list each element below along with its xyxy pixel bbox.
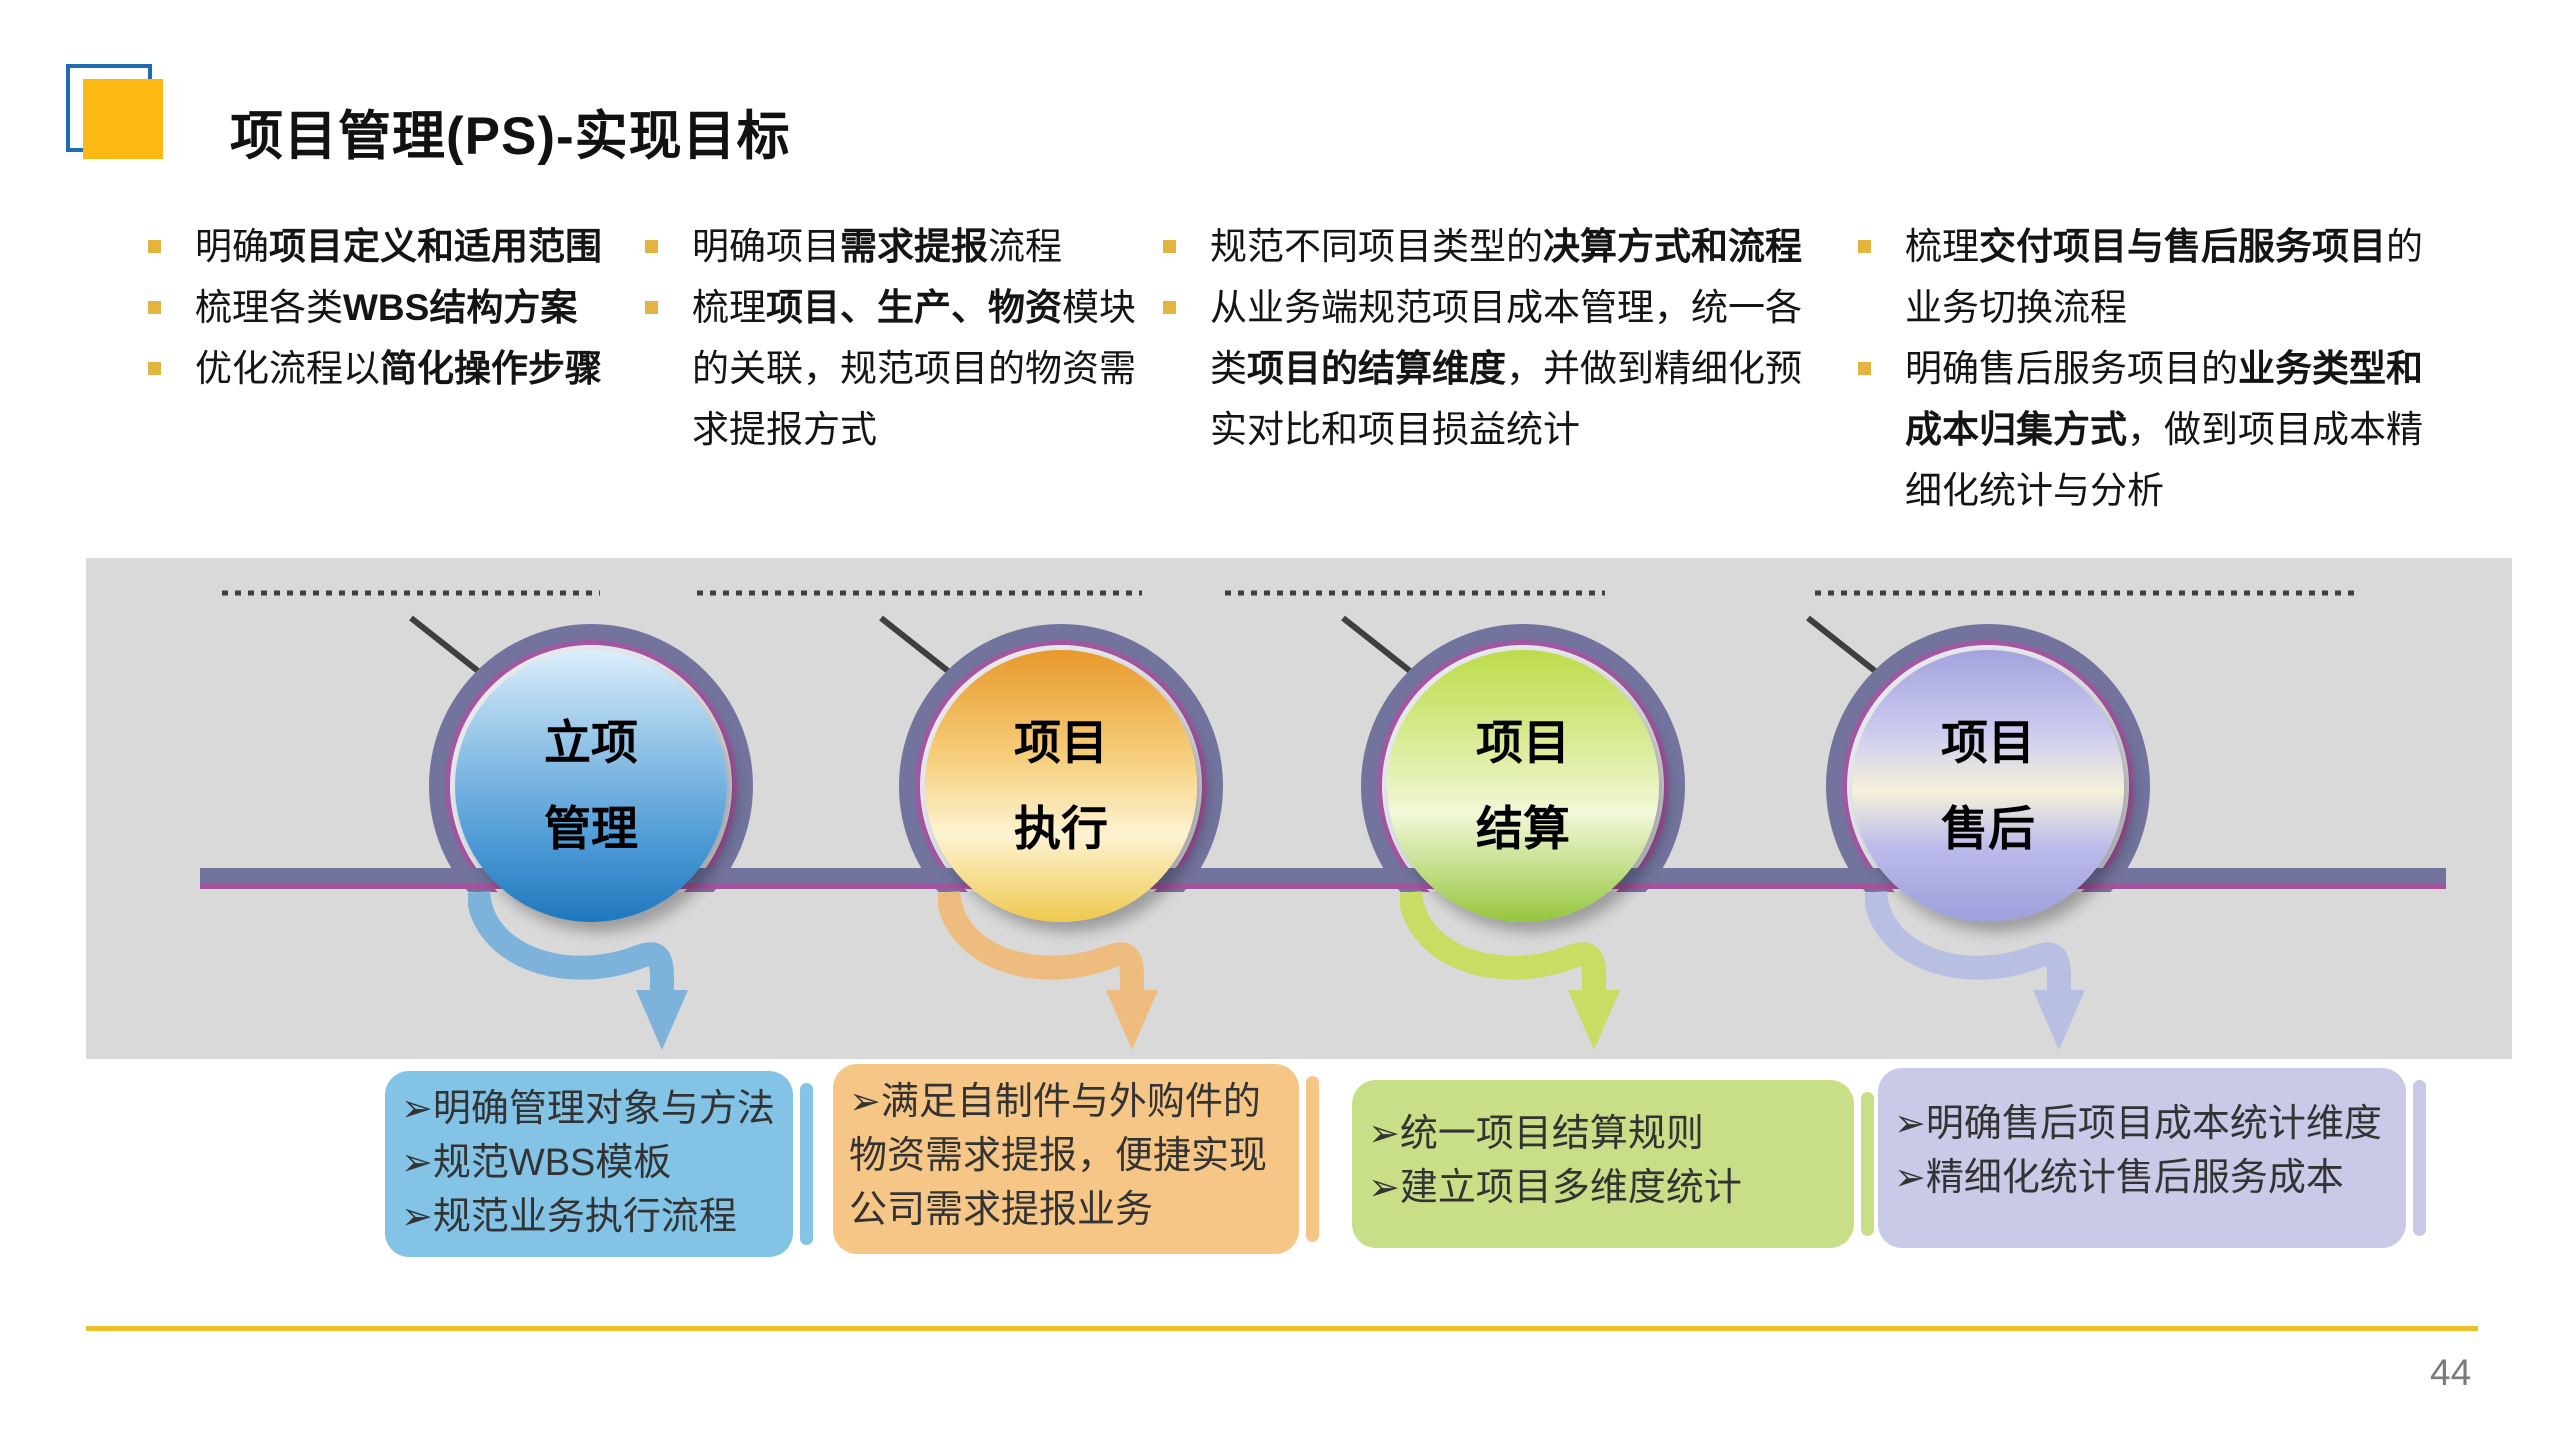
goal-bullet-text: 梳理交付项目与售后服务项目的业务切换流程	[1905, 226, 2423, 328]
goal-column-1: 明确项目定义和适用范围 梳理各类WBS结构方案 优化流程以简化操作步骤	[140, 216, 640, 399]
goal-bullet-text: 从业务端规范项目成本管理，统一各类项目的结算维度，并做到精细化预实对比和项目损益…	[1210, 287, 1802, 450]
goal-bullet: 梳理项目、生产、物资模块的关联，规范项目的物资需求提报方式	[637, 277, 1142, 460]
goal-bullet-text: 规范不同项目类型的决算方式和流程	[1210, 226, 1802, 267]
node-circle: 立项 管理	[455, 650, 727, 922]
note-line: ➢明确售后项目成本统计维度	[1894, 1103, 2382, 1145]
note-line: ➢规范业务执行流程	[401, 1195, 737, 1238]
goal-bullet-text: 明确项目需求提报流程	[692, 226, 1062, 267]
note-line: ➢明确管理对象与方法	[401, 1088, 775, 1130]
note-line: ➢精细化统计售后服务成本	[1894, 1156, 2344, 1199]
goal-bullet: 优化流程以简化操作步骤	[140, 338, 640, 399]
goal-bullet: 梳理交付项目与售后服务项目的业务切换流程	[1850, 216, 2435, 338]
goal-bullet: 明确项目定义和适用范围	[140, 216, 640, 277]
process-band: 立项 管理 项目 执行	[86, 558, 2512, 1059]
note-box-purple: ➢明确售后项目成本统计维度 ➢精细化统计售后服务成本	[1878, 1068, 2426, 1248]
square-bullet-icon	[1163, 301, 1176, 314]
goal-column-2: 明确项目需求提报流程 梳理项目、生产、物资模块的关联，规范项目的物资需求提报方式	[637, 216, 1142, 460]
node-circle: 项目 执行	[925, 650, 1197, 922]
note-box-orange: ➢满足自制件与外购件的物资需求提报，便捷实现公司需求提报业务	[833, 1064, 1319, 1254]
goal-column-4: 梳理交付项目与售后服务项目的业务切换流程 明确售后服务项目的业务类型和成本归集方…	[1850, 216, 2435, 521]
node-circle: 项目 售后	[1852, 650, 2124, 922]
goal-bullet-text: 梳理各类WBS结构方案	[195, 287, 578, 328]
node-label: 售后	[1941, 802, 2035, 855]
goal-bullet: 明确售后服务项目的业务类型和成本归集方式，做到项目成本精细化统计与分析	[1850, 338, 2435, 521]
goal-bullet-text: 明确售后服务项目的业务类型和成本归集方式，做到项目成本精细化统计与分析	[1905, 348, 2423, 511]
node-label: 项目	[1476, 716, 1570, 769]
square-bullet-icon	[1858, 362, 1871, 375]
square-bullet-icon	[1858, 240, 1871, 253]
goal-column-3: 规范不同项目类型的决算方式和流程 从业务端规范项目成本管理，统一各类项目的结算维…	[1155, 216, 1815, 460]
node-circle: 项目 结算	[1387, 650, 1659, 922]
goal-bullet: 明确项目需求提报流程	[637, 216, 1142, 277]
footer-divider-line	[86, 1326, 2478, 1331]
note-line: ➢统一项目结算规则	[1368, 1113, 1704, 1155]
note-line: ➢满足自制件与外购件的物资需求提报，便捷实现公司需求提报业务	[849, 1081, 1268, 1231]
node-label: 项目	[1014, 716, 1108, 769]
note-line: ➢规范WBS模板	[401, 1141, 672, 1184]
goal-bullet-text: 明确项目定义和适用范围	[195, 226, 602, 267]
node-label: 结算	[1476, 802, 1570, 855]
page-title: 项目管理(PS)-实现目标	[230, 106, 791, 166]
flow-arrow-icon	[1400, 890, 1620, 1050]
square-bullet-icon	[645, 240, 658, 253]
note-line: ➢建立项目多维度统计	[1368, 1166, 1742, 1209]
goal-bullet: 从业务端规范项目成本管理，统一各类项目的结算维度，并做到精细化预实对比和项目损益…	[1155, 277, 1815, 460]
process-rail-accent	[200, 883, 2446, 889]
node-label: 管理	[544, 802, 638, 855]
node-label: 立项	[544, 716, 638, 769]
goal-bullet-text: 优化流程以简化操作步骤	[195, 348, 602, 389]
square-bullet-icon	[148, 240, 161, 253]
page-number: 44	[2430, 1352, 2472, 1393]
flow-arrow-icon	[938, 890, 1158, 1050]
square-bullet-icon	[1163, 240, 1176, 253]
flow-arrow-icon	[468, 890, 688, 1050]
square-bullet-icon	[645, 301, 658, 314]
square-bullet-icon	[148, 362, 161, 375]
note-box-blue: ➢明确管理对象与方法 ➢规范WBS模板 ➢规范业务执行流程	[385, 1071, 813, 1257]
note-box-green: ➢统一项目结算规则 ➢建立项目多维度统计	[1352, 1080, 1874, 1248]
square-bullet-icon	[148, 301, 161, 314]
goal-bullet: 规范不同项目类型的决算方式和流程	[1155, 216, 1815, 277]
goal-bullet-text: 梳理项目、生产、物资模块的关联，规范项目的物资需求提报方式	[692, 287, 1136, 450]
goal-bullet: 梳理各类WBS结构方案	[140, 277, 640, 338]
logo-yellow-square	[83, 79, 163, 159]
node-label: 项目	[1941, 716, 2035, 769]
node-label: 执行	[1014, 802, 1108, 855]
flow-arrow-icon	[1865, 890, 2085, 1050]
